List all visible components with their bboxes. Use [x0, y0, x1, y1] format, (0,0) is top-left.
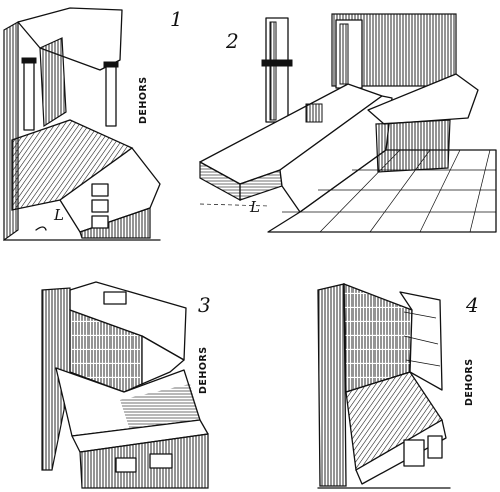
fig1-column-right: [105, 63, 117, 127]
fig2-bench-top: [367, 73, 479, 125]
figure-3-sill-detail: 3 DEHORS: [41, 281, 211, 489]
fig4-number: 4: [465, 293, 479, 317]
figure-1-window-sill: 1 DEHORS L: [3, 7, 183, 242]
fig1-left-wall: [3, 20, 19, 242]
fig1-letter-mark: L: [53, 206, 64, 224]
fig1-column-left: [23, 59, 35, 131]
fig1-number: 1: [170, 7, 183, 31]
fig1-label: DEHORS: [138, 76, 149, 124]
fig1-lower-masonry: [79, 207, 151, 239]
fig3-label: DEHORS: [198, 346, 209, 394]
fig2-floor-tiles: [267, 149, 497, 233]
figure-4-sill-detail: 4 DEHORS: [317, 283, 479, 489]
fig4-ledge: [355, 419, 447, 485]
fig1-window-jamb: [39, 37, 67, 128]
fig3-lower-masonry: [79, 433, 209, 489]
fig4-label: DEHORS: [464, 358, 475, 406]
fig3-number: 3: [198, 293, 211, 317]
fig2-letter-mark: L: [249, 198, 260, 216]
fig2-number: 2: [225, 29, 239, 53]
fig4-left-jamb: [317, 283, 347, 487]
fig4-splay: [399, 291, 443, 391]
fig3-left-wall: [41, 287, 71, 471]
fig2-pier-left: [265, 17, 289, 123]
fig2-bench-base: [375, 119, 451, 173]
fig1-ledge: [59, 147, 161, 233]
figure-2-window-seat: 2 L: [199, 13, 497, 233]
